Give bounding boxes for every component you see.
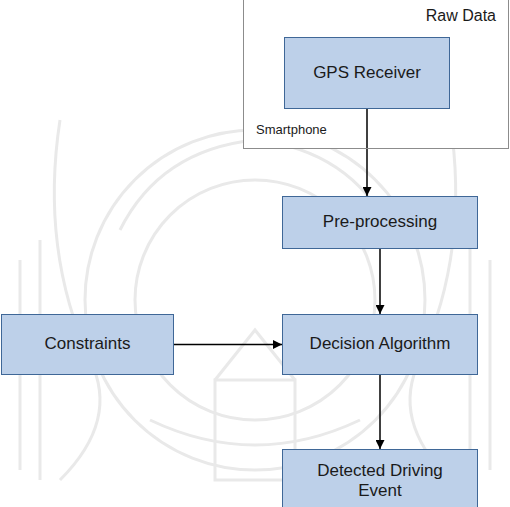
flow-arrow bbox=[379, 375, 381, 449]
group-ground bbox=[243, 0, 509, 149]
process-box: Decision Algorithm bbox=[282, 314, 478, 375]
box-label: Decision Algorithm bbox=[310, 334, 451, 354]
box-label: GPS Receiver bbox=[313, 63, 421, 83]
device-label: Smartphone bbox=[256, 122, 327, 138]
process-box: Pre-processing bbox=[282, 196, 478, 249]
box-label: Detected Driving Event bbox=[305, 461, 455, 502]
process-box: GPS Receiver bbox=[284, 37, 450, 109]
device-group: Raw DataSmartphone GPS Receiver bbox=[243, 0, 509, 149]
group-heading: Raw Data bbox=[426, 6, 496, 25]
box-label: Pre-processing bbox=[323, 212, 437, 232]
input-box: Constraints bbox=[1, 314, 174, 375]
flow-arrow bbox=[366, 109, 368, 196]
box-label: Constraints bbox=[45, 334, 131, 354]
flow-arrow bbox=[174, 344, 282, 346]
output-box: Detected Driving Event bbox=[282, 449, 478, 507]
flow-arrow bbox=[379, 249, 381, 314]
seal-ornament bbox=[20, 120, 490, 480]
